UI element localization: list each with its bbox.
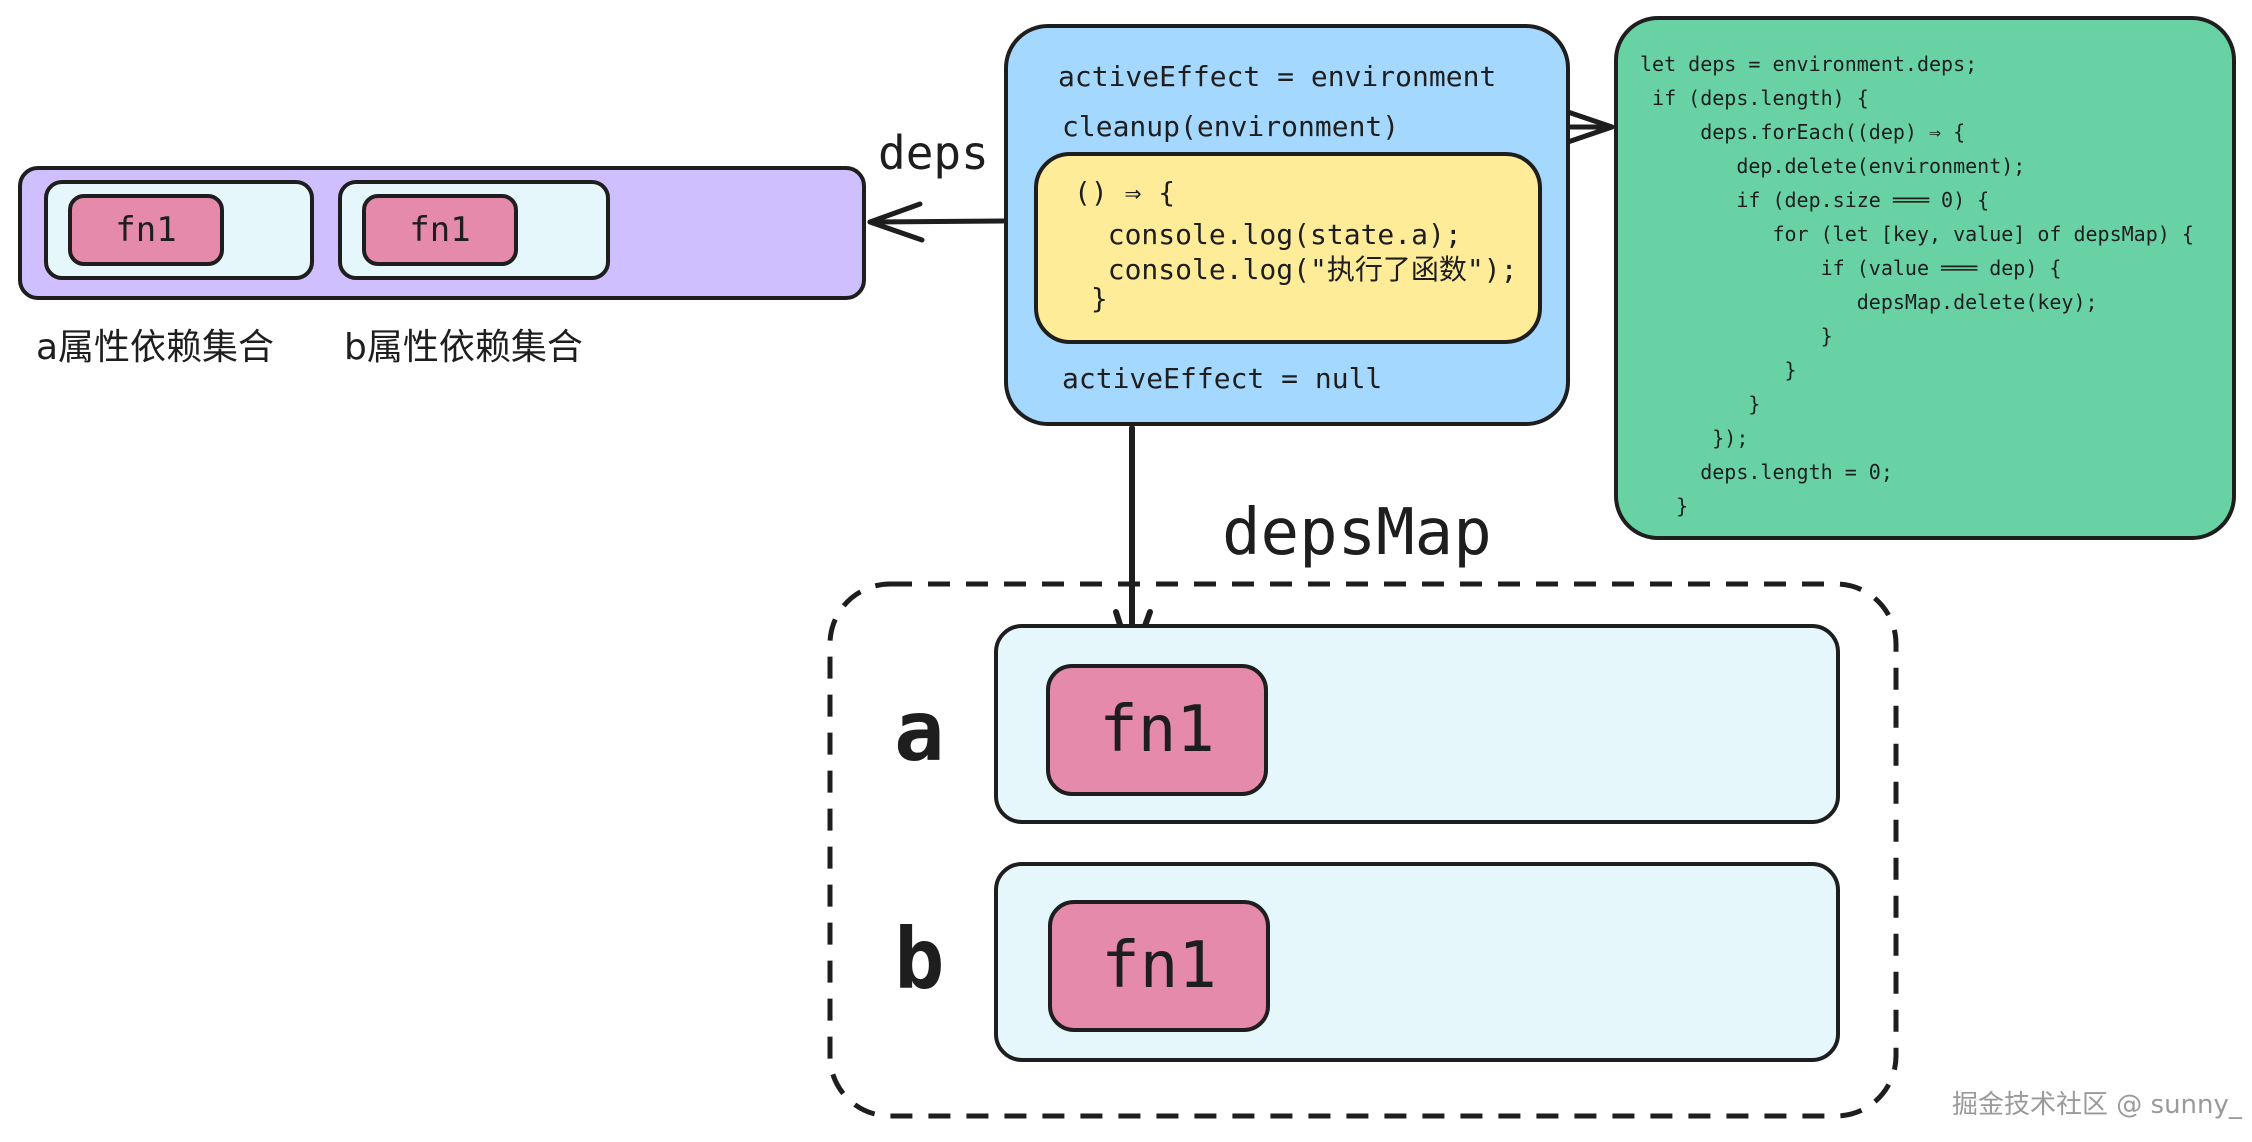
cleanup-code-line: if (value ═══ dep) { bbox=[1640, 256, 2062, 280]
b-deps-caption: b属性依赖集合 bbox=[344, 327, 583, 368]
depsmap-key-b: b bbox=[894, 910, 945, 1008]
cleanup-call: cleanup(environment) bbox=[1062, 110, 1400, 143]
depsmap-a-fn-label: fn1 bbox=[1099, 693, 1215, 767]
cleanup-code-line: if (deps.length) { bbox=[1640, 86, 1869, 110]
cleanup-code-line: deps.forEach((dep) ⇒ { bbox=[1640, 120, 1966, 144]
cleanup-code-line: } bbox=[1640, 358, 1797, 382]
active-effect-assign: activeEffect = environment bbox=[1058, 60, 1497, 93]
depsmap-b-fn-chip: fn1 bbox=[1048, 900, 1270, 1032]
effect-fn-line-3: console.log("执行了函数"); bbox=[1074, 253, 1518, 286]
a-deps-caption: a属性依赖集合 bbox=[36, 327, 275, 368]
cleanup-code-line: } bbox=[1640, 324, 1833, 348]
deps-label: deps bbox=[878, 126, 989, 180]
b-deps-fn-chip: fn1 bbox=[362, 194, 518, 266]
depsmap-title: depsMap bbox=[1222, 496, 1492, 570]
cleanup-code-line: }); bbox=[1640, 426, 1749, 450]
cleanup-code-line: for (let [key, value] of depsMap) { bbox=[1640, 222, 2194, 246]
cleanup-code-line: dep.delete(environment); bbox=[1640, 154, 2026, 178]
b-deps-fn-label: fn1 bbox=[409, 210, 471, 250]
active-effect-reset: activeEffect = null bbox=[1062, 362, 1383, 395]
a-deps-fn-chip: fn1 bbox=[68, 194, 224, 266]
effect-fn-box bbox=[1034, 152, 1542, 344]
a-deps-fn-label: fn1 bbox=[115, 210, 177, 250]
effect-fn-line-4: } bbox=[1074, 282, 1108, 315]
cleanup-code-line: } bbox=[1640, 494, 1689, 518]
cleanup-code-line: deps.length = 0; bbox=[1640, 460, 1893, 484]
cleanup-code-line: if (dep.size ═══ 0) { bbox=[1640, 188, 1990, 212]
effect-fn-line-1: () ⇒ { bbox=[1074, 176, 1176, 209]
cleanup-code-line: depsMap.delete(key); bbox=[1640, 290, 2098, 314]
effect-fn-line-2: console.log(state.a); bbox=[1074, 218, 1462, 251]
depsmap-container bbox=[827, 581, 1899, 1119]
depsmap-b-fn-label: fn1 bbox=[1101, 929, 1217, 1003]
watermark: 掘金技术社区 @ sunny_ bbox=[1952, 1090, 2242, 1120]
deps-arrow bbox=[867, 201, 1006, 243]
depsmap-key-a: a bbox=[894, 682, 945, 780]
depsmap-a-fn-chip: fn1 bbox=[1046, 664, 1268, 796]
cleanup-code-box bbox=[1614, 16, 2236, 540]
cleanup-code-line: let deps = environment.deps; bbox=[1640, 52, 1978, 76]
cleanup-code-line: } bbox=[1640, 392, 1761, 416]
